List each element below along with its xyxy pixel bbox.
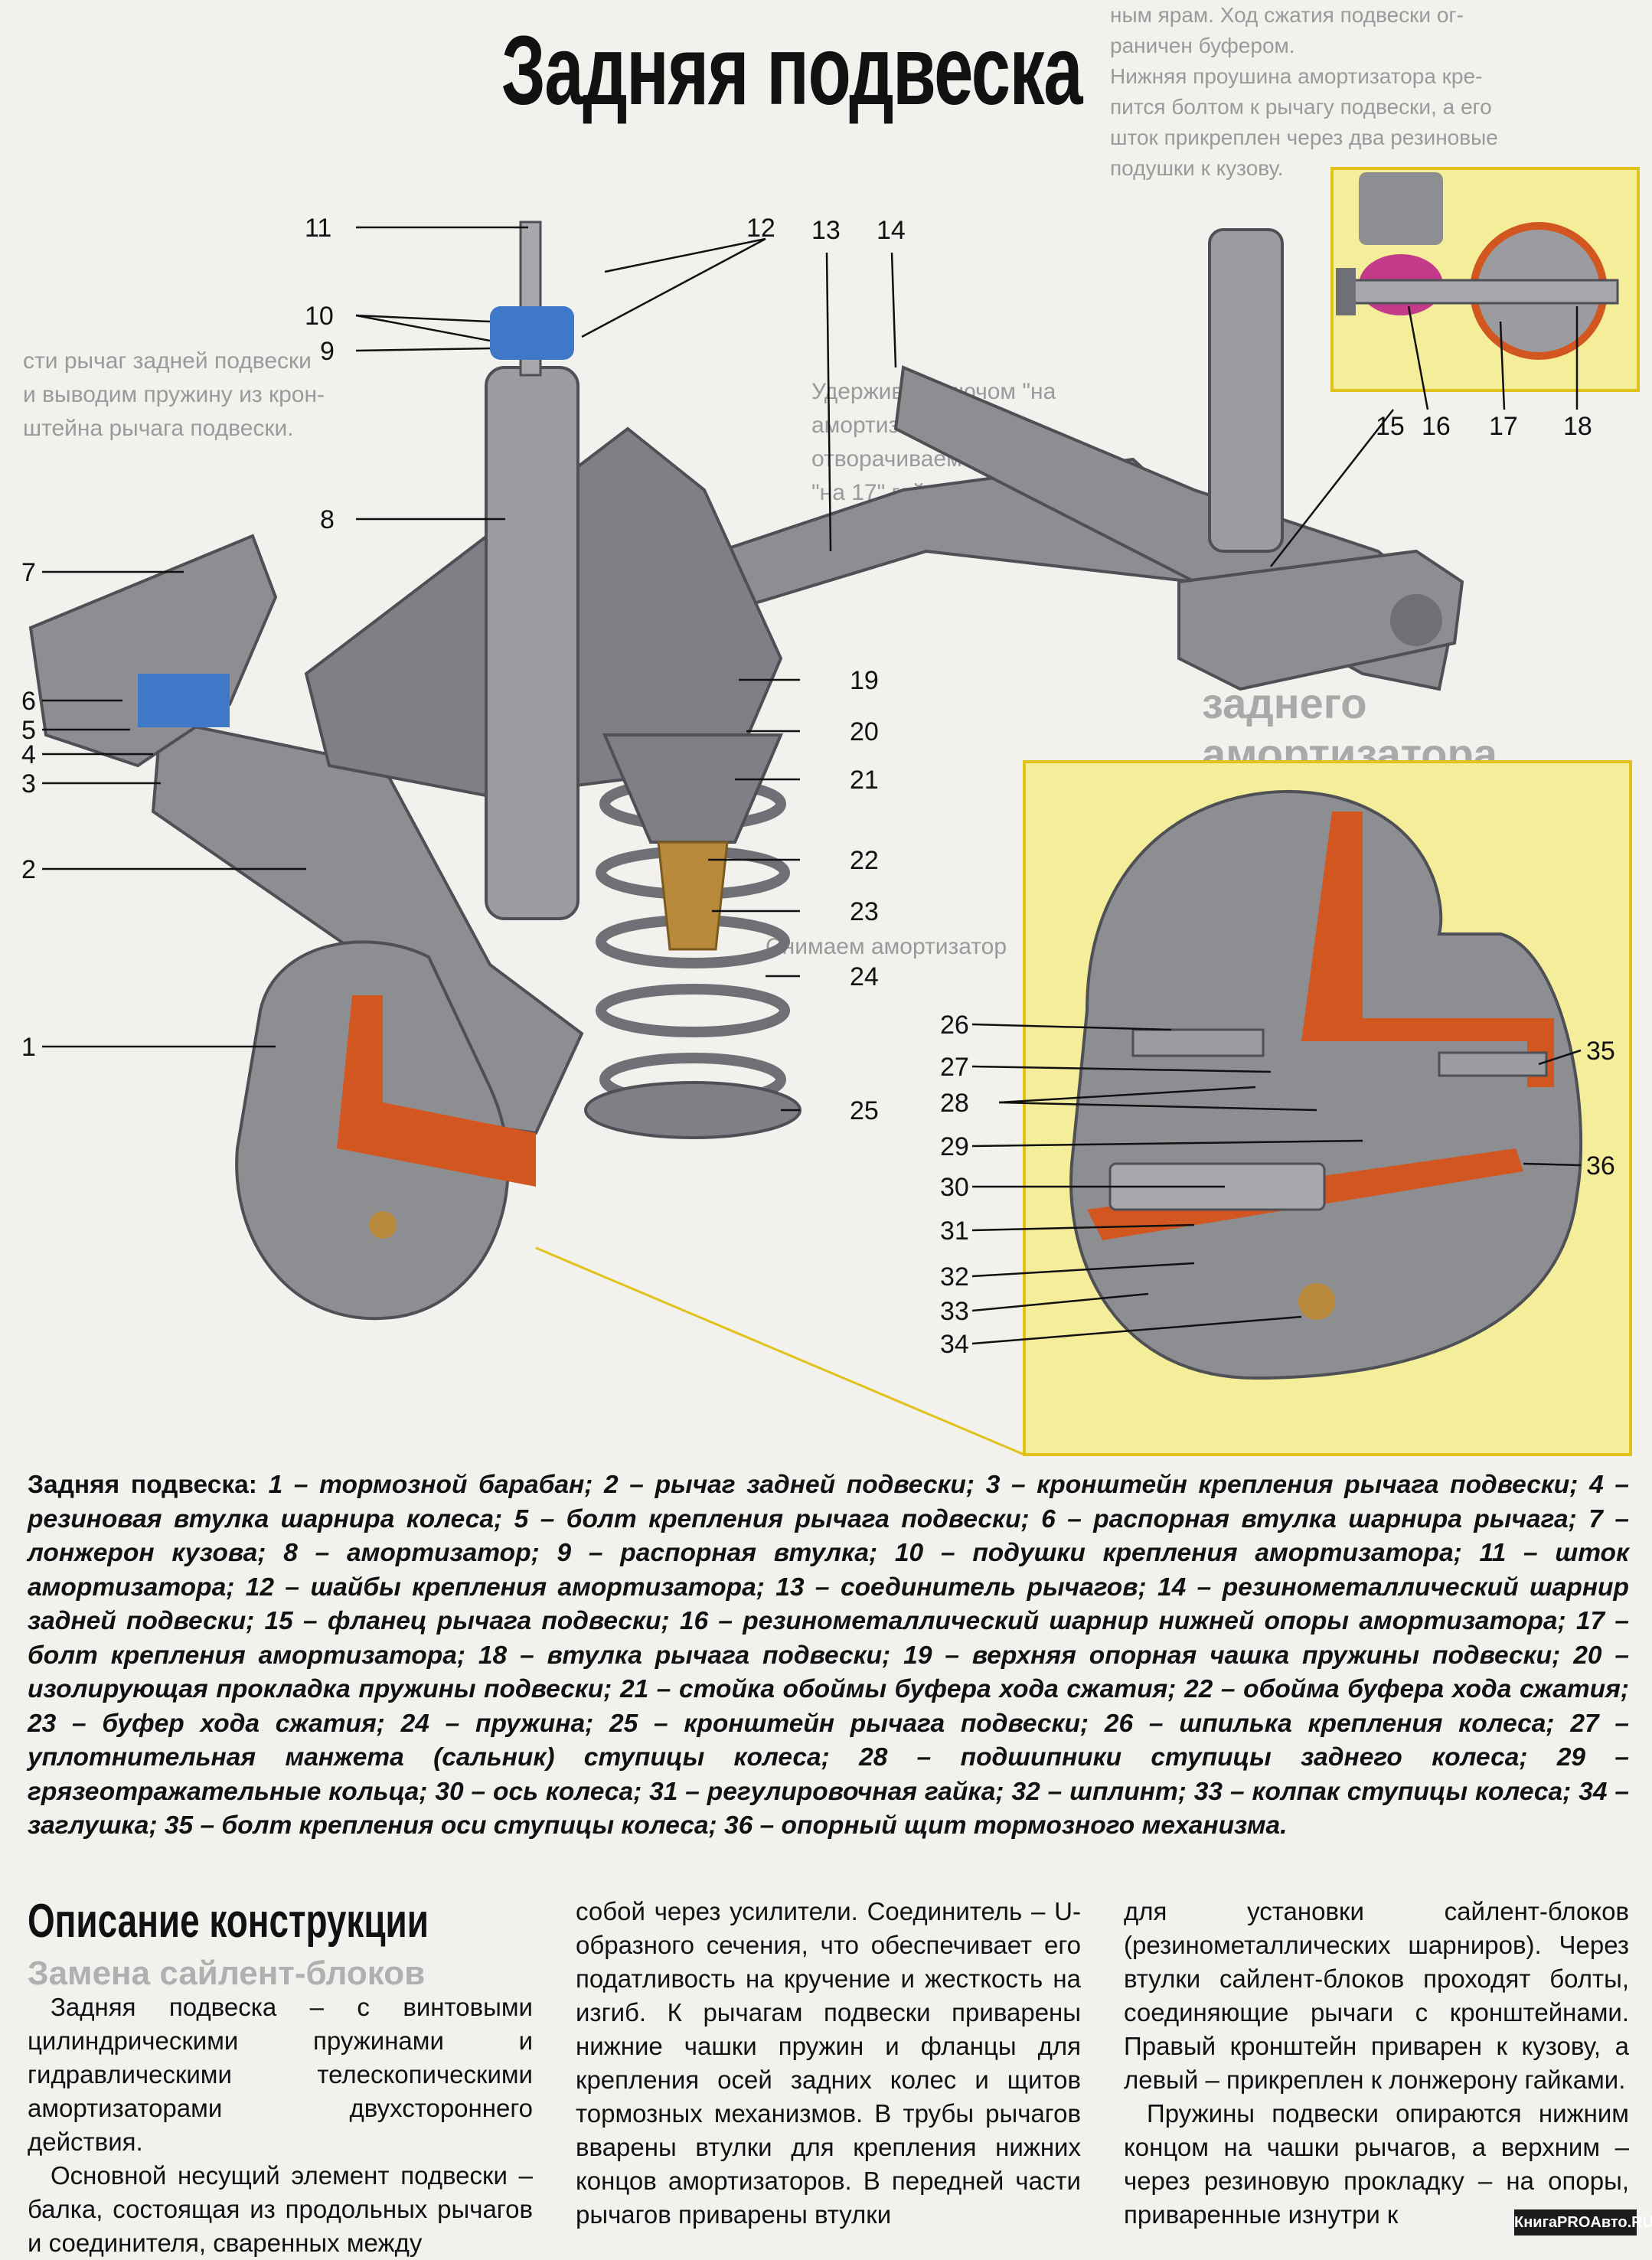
background-line: штейна рычага подвески.: [23, 416, 294, 441]
background-text-right: ным ярам. Ход сжатия подвески ог- раниче…: [1110, 0, 1631, 184]
background-heading: заднего амортизатора: [1202, 679, 1497, 778]
callout-20: 20: [850, 717, 879, 746]
brake-drum-plug: [369, 1211, 397, 1239]
callout-26: 26: [940, 1011, 969, 1040]
page-title: Задняя подвеска: [501, 16, 1083, 126]
background-line: ным ярам. Ход сжатия подвески ог-: [1110, 3, 1464, 27]
hub-bolt: [1438, 1051, 1548, 1077]
callout-4: 4: [21, 740, 36, 769]
callout-13: 13: [811, 216, 841, 245]
spring-cup: [602, 733, 784, 844]
hub-stud: [1131, 1028, 1265, 1057]
callout-6: 6: [21, 687, 36, 716]
callout-5: 5: [21, 716, 36, 745]
callout-17: 17: [1489, 412, 1518, 441]
body-paragraph: Задняя подвеска – с винтовыми цилиндриче…: [28, 1993, 533, 2156]
callout-22: 22: [850, 846, 879, 875]
callout-8: 8: [320, 505, 335, 534]
hub-cutaway: [1301, 812, 1554, 1087]
callout-31: 31: [940, 1217, 969, 1246]
figure-caption: Задняя подвеска: 1 – тормозной барабан; …: [28, 1468, 1629, 1844]
background-line: сти рычаг задней подвески: [23, 348, 312, 374]
body-column-2: собой через усилители. Соединитель – U-о…: [576, 1895, 1081, 2232]
body-paragraph: собой через усилители. Соединитель – U-о…: [576, 1897, 1081, 2229]
hub-drum: [1069, 789, 1583, 1380]
callout-29: 29: [940, 1132, 969, 1161]
callout-32: 32: [940, 1262, 969, 1292]
callout-15: 15: [1376, 412, 1405, 441]
callout-33: 33: [940, 1297, 969, 1326]
spring-seat-lower: [584, 1081, 802, 1139]
callout-18: 18: [1563, 412, 1592, 441]
background-line: подушки к кузову.: [1110, 156, 1284, 180]
body-paragraph: Пружины подвески опираются нижним концом…: [1124, 2099, 1629, 2229]
shock-right: [1208, 228, 1284, 553]
callout-3: 3: [21, 769, 36, 799]
inset-bolt: [1344, 279, 1619, 305]
callout-9: 9: [320, 337, 335, 366]
callout-24: 24: [850, 962, 879, 991]
caption-lead: Задняя подвеска:: [28, 1471, 257, 1499]
flange-right: [1177, 549, 1464, 691]
callout-36: 36: [1586, 1151, 1615, 1181]
background-line: Нижняя проушина амортизатора кре-: [1110, 64, 1483, 88]
callout-27: 27: [940, 1053, 969, 1082]
callout-14: 14: [877, 216, 906, 245]
watermark-logo: КнигаPROАвто.RU: [1514, 2209, 1652, 2236]
shock-absorber: [485, 366, 580, 920]
hub-plug: [1298, 1283, 1335, 1320]
callout-leaders: [42, 226, 1582, 1345]
body-column-3: для установки сайлент-блоков (резиномета…: [1124, 1895, 1629, 2232]
bushing-blue-left: [138, 674, 230, 727]
background-text-left: сти рычаг задней подвески и выводим пруж…: [23, 345, 559, 446]
body-bracket-left: [28, 534, 278, 768]
callout-23: 23: [850, 897, 879, 926]
brake-drum-cutaway: [337, 995, 536, 1187]
inset-shock-body: [1359, 172, 1443, 245]
background-line: шток прикреплен через два резиновые: [1110, 126, 1498, 149]
callout-28: 28: [940, 1089, 969, 1118]
bump-stop: [657, 841, 729, 951]
background-line: Снимаем амортизатор: [766, 934, 1007, 959]
callout-30: 30: [940, 1173, 969, 1202]
callout-2: 2: [21, 855, 36, 884]
section-heading: Описание конструкции: [28, 1895, 429, 1948]
caption-text: 1 – тормозной барабан; 2 – рычаг задней …: [28, 1471, 1629, 1840]
callout-25: 25: [850, 1096, 879, 1125]
callout-11: 11: [305, 214, 331, 243]
flange-bushing: [1390, 594, 1442, 646]
body-paragraph: Основной несущий элемент подвески – балк…: [28, 2161, 533, 2257]
body-paragraph: для установки сайлент-блоков (резиномета…: [1124, 1897, 1629, 2094]
body-column-1: Задняя подвеска – с винтовыми цилиндриче…: [28, 1991, 533, 2260]
background-line: и выводим пружину из крон-: [23, 382, 325, 407]
callout-35: 35: [1586, 1037, 1615, 1066]
callout-1: 1: [21, 1033, 36, 1062]
background-line: пится болтом к рычагу подвески, а его: [1110, 95, 1492, 119]
callout-34: 34: [940, 1330, 969, 1359]
callout-12: 12: [746, 214, 775, 243]
background-text-mid-lower: Снимаем амортизатор: [766, 930, 1056, 964]
callout-7: 7: [21, 558, 36, 587]
background-line: раничен буфером.: [1110, 34, 1295, 57]
inset-leader-line: [535, 1246, 1025, 1456]
callout-10: 10: [305, 302, 334, 331]
callout-21: 21: [850, 766, 879, 795]
callout-16: 16: [1422, 412, 1451, 441]
inset-bolt-head: [1336, 268, 1356, 315]
callout-19: 19: [850, 666, 879, 695]
background-section-heading: Замена сайлент-блоков: [28, 1955, 426, 1992]
suspension-illustration: 1 2 3 4 5 6 7 8 9 10 11 12 13 14 15 16 1…: [21, 167, 1640, 1456]
shock-cushion: [490, 306, 574, 360]
